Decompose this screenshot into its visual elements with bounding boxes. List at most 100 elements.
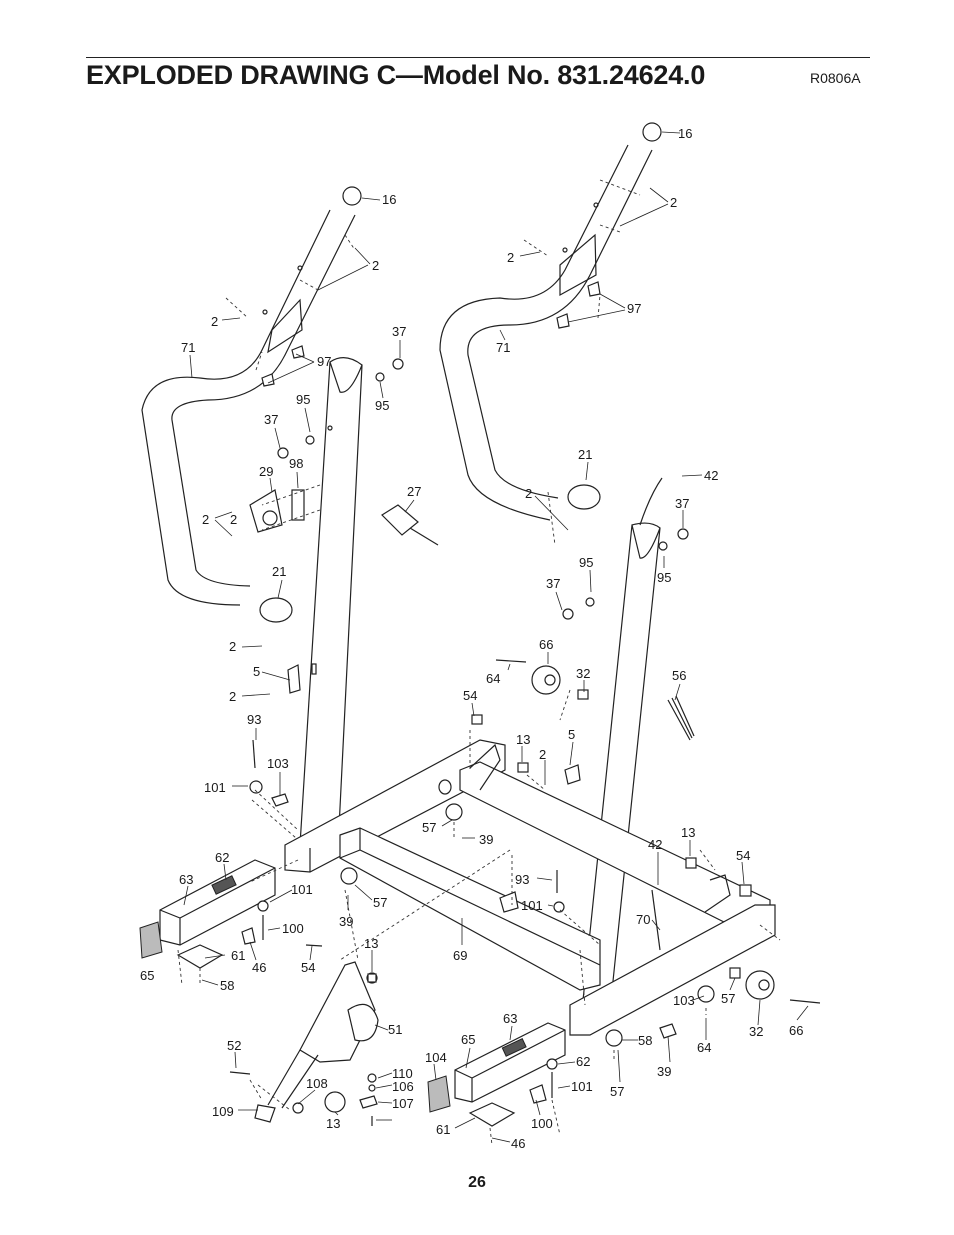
callout: 62 xyxy=(215,850,229,865)
hardware xyxy=(229,281,821,1126)
callout: 100 xyxy=(531,1116,553,1131)
callout: 57 xyxy=(610,1084,624,1099)
page-title: EXPLODED DRAWING C—Model No. 831.24624.0 xyxy=(86,60,706,90)
callout: 39 xyxy=(339,914,353,929)
right-handlebar xyxy=(439,122,662,521)
drawing-code: R0806A xyxy=(810,70,861,86)
callout: 97 xyxy=(627,301,641,316)
callout: 101 xyxy=(204,780,226,795)
callout: 66 xyxy=(539,637,553,652)
callout: 21 xyxy=(578,447,592,462)
callout: 54 xyxy=(736,848,750,863)
callout: 100 xyxy=(282,921,304,936)
callout: 56 xyxy=(672,668,686,683)
callout: 62 xyxy=(576,1054,590,1069)
callout: 69 xyxy=(453,948,467,963)
callout: 93 xyxy=(515,872,529,887)
callout: 13 xyxy=(364,936,378,951)
callout: 95 xyxy=(657,570,671,585)
callout: 110 xyxy=(392,1066,413,1081)
callout: 52 xyxy=(227,1038,241,1053)
callout: 57 xyxy=(373,895,387,910)
callout: 32 xyxy=(749,1024,763,1039)
callout: 21 xyxy=(272,564,286,579)
callout: 13 xyxy=(681,825,695,840)
callout: 2 xyxy=(202,512,209,527)
clip-21-left xyxy=(259,597,293,623)
callout: 95 xyxy=(296,392,310,407)
callout: 63 xyxy=(503,1011,517,1026)
callout: 106 xyxy=(392,1079,414,1094)
callout: 98 xyxy=(289,456,303,471)
callout: 39 xyxy=(479,832,493,847)
callout: 71 xyxy=(496,340,510,355)
callout-labels: 16 2 2 2 71 97 37 95 95 37 29 98 2 27 21… xyxy=(140,126,803,1151)
callout: 103 xyxy=(673,993,695,1008)
callout: 95 xyxy=(375,398,389,413)
callout: 46 xyxy=(252,960,266,975)
base-frame xyxy=(284,739,776,1036)
callout: 5 xyxy=(568,727,575,742)
callout: 2 xyxy=(229,639,236,654)
callout: 104 xyxy=(425,1050,447,1065)
callout: 107 xyxy=(392,1096,414,1111)
callout: 58 xyxy=(638,1033,652,1048)
callout: 2 xyxy=(211,314,218,329)
wire-42-top xyxy=(639,477,663,526)
alignment-lines xyxy=(177,179,781,1146)
callout: 64 xyxy=(486,671,500,686)
header-rule xyxy=(86,57,870,58)
callout: 103 xyxy=(267,756,289,771)
callout: 101 xyxy=(521,898,543,913)
pedal-assembly xyxy=(254,961,379,1123)
callout: 13 xyxy=(326,1116,340,1131)
right-foot xyxy=(427,1022,566,1127)
callout: 16 xyxy=(382,192,396,207)
callout: 109 xyxy=(212,1104,234,1119)
wire-56 xyxy=(667,695,695,741)
callout: 101 xyxy=(291,882,313,897)
callout: 108 xyxy=(306,1076,328,1091)
callout: 64 xyxy=(697,1040,711,1055)
page-number: 26 xyxy=(468,1174,486,1191)
callout: 5 xyxy=(253,664,260,679)
left-foot xyxy=(139,859,276,969)
callout: 32 xyxy=(576,666,590,681)
callout: 101 xyxy=(571,1079,593,1094)
callout: 13 xyxy=(516,732,530,747)
callout: 70 xyxy=(636,912,650,927)
callout: 2 xyxy=(670,195,677,210)
callout: 71 xyxy=(181,340,195,355)
callout: 16 xyxy=(678,126,692,141)
callout: 37 xyxy=(392,324,406,339)
end-cap-16 xyxy=(342,186,362,206)
callout: 2 xyxy=(229,689,236,704)
end-cap-16-right xyxy=(642,122,662,142)
callout: 2 xyxy=(539,747,546,762)
callout: 37 xyxy=(546,576,560,591)
callout: 65 xyxy=(140,968,154,983)
callout: 57 xyxy=(721,991,735,1006)
wheel-66-upper xyxy=(531,665,561,695)
callout: 57 xyxy=(422,820,436,835)
callout: 65 xyxy=(461,1032,475,1047)
wire-42-lower xyxy=(651,889,661,951)
callout: 37 xyxy=(264,412,278,427)
knob-27 xyxy=(381,504,419,536)
callout: 37 xyxy=(675,496,689,511)
callout: 27 xyxy=(407,484,421,499)
callout: 51 xyxy=(388,1022,402,1037)
callout: 46 xyxy=(511,1136,525,1151)
callout: 2 xyxy=(525,486,532,501)
callout: 2 xyxy=(230,512,237,527)
callout: 93 xyxy=(247,712,261,727)
callout: 42 xyxy=(648,837,662,852)
callout: 95 xyxy=(579,555,593,570)
callout: 61 xyxy=(231,948,245,963)
clip-21-right xyxy=(567,484,601,510)
callout: 66 xyxy=(789,1023,803,1038)
callout: 63 xyxy=(179,872,193,887)
bracket-29 xyxy=(249,489,283,533)
callout: 58 xyxy=(220,978,234,993)
